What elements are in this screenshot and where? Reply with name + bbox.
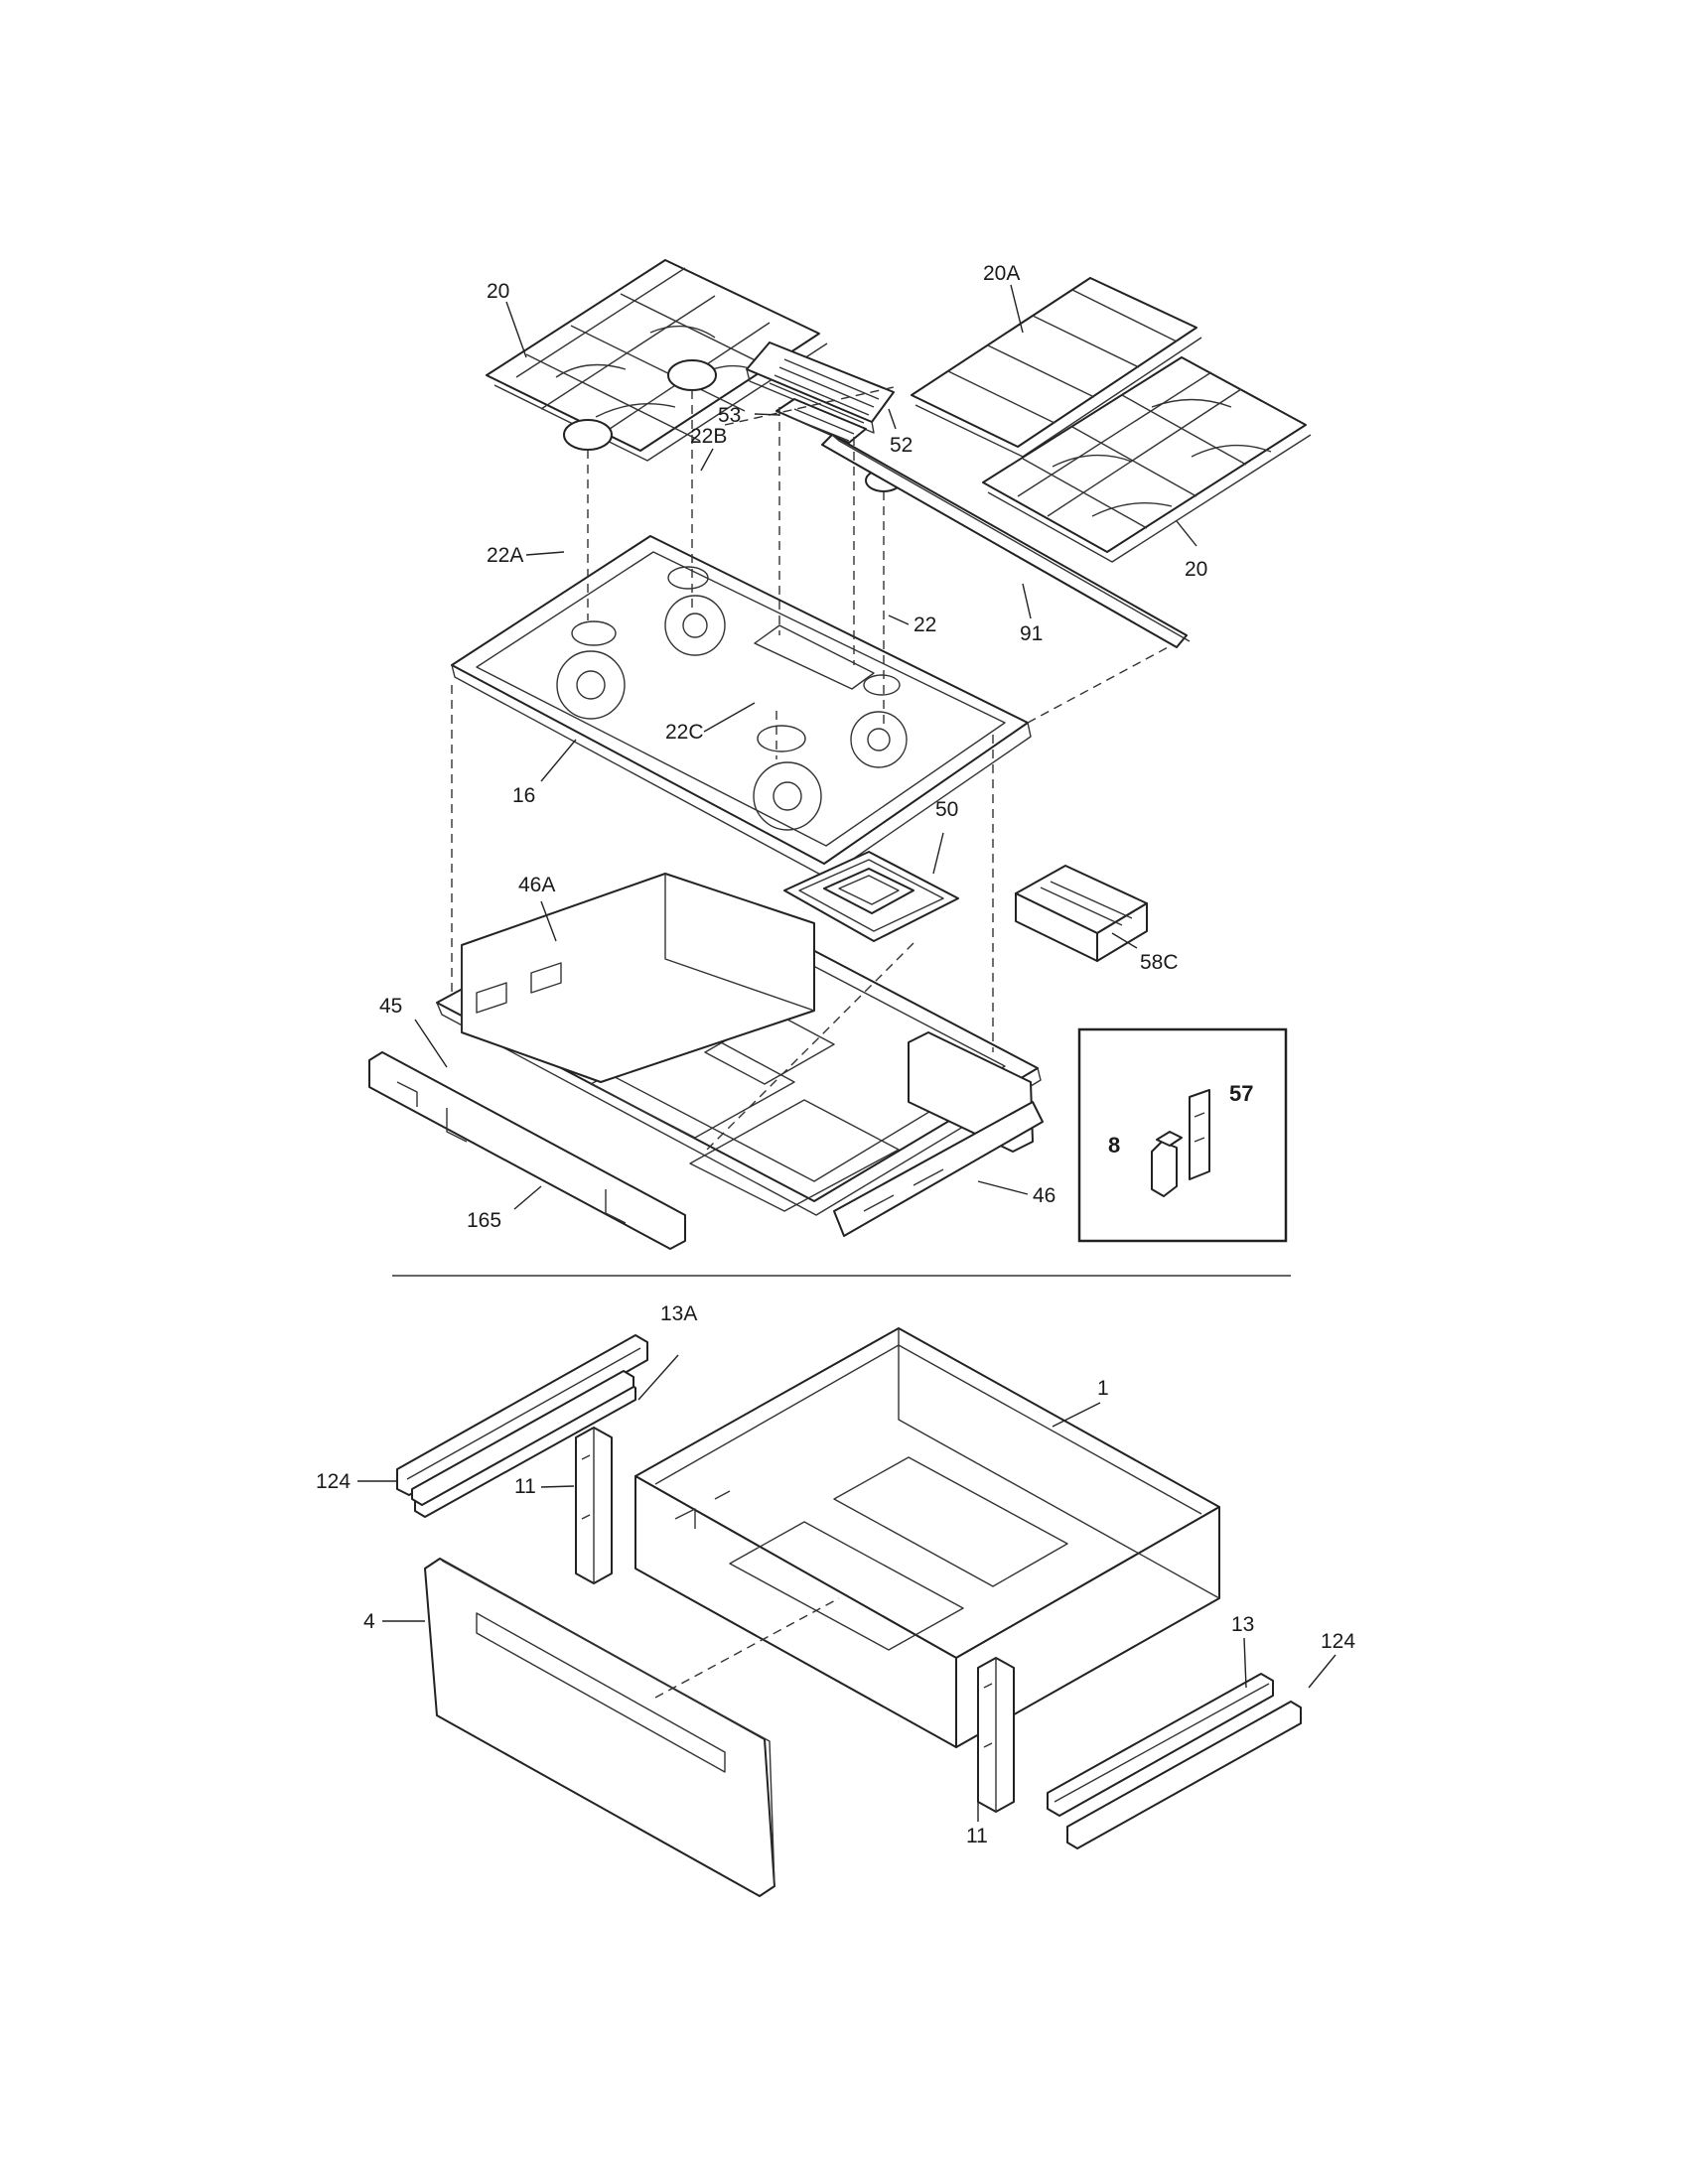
label-22C: 22C [665,721,704,744]
right-drawer-slide [1047,1673,1274,1817]
label-4: 4 [363,1610,375,1633]
label-22: 22 [914,614,936,636]
label-13A: 13A [660,1302,697,1325]
label-22B: 22B [690,425,727,448]
right-drawer-rail [1066,1701,1302,1849]
label-52: 52 [890,434,913,457]
label-57: 57 [1229,1081,1253,1106]
vent-grille [775,398,867,444]
drawer-alignment-line [654,1597,840,1699]
right-burner-grate [982,356,1312,563]
parts-box [1015,865,1148,962]
right-drawer-bracket [977,1657,1015,1813]
label-124-left: 124 [316,1470,351,1493]
left-drawer-rail [411,1370,634,1506]
label-13: 13 [1231,1613,1254,1636]
left-drawer-bracket [575,1427,613,1584]
label-50: 50 [935,798,958,821]
drawer-front-panel [424,1558,775,1897]
label-8: 8 [1108,1133,1120,1158]
rear-trim-strip [821,434,1191,648]
label-22A: 22A [487,544,523,567]
cooktop [451,535,1032,879]
inset-detail-box [1077,1027,1288,1243]
alignment-lines [451,386,1173,1153]
label-53: 53 [718,404,741,427]
label-16: 16 [512,784,535,807]
label-91: 91 [1020,622,1043,645]
lower-leader-lines [357,1354,1336,1822]
burner-diffuser [783,851,959,942]
label-165: 165 [467,1209,501,1232]
burner-box-assembly [368,873,1044,1250]
label-1: 1 [1097,1377,1109,1400]
drawer-body [634,1327,1220,1748]
label-11-left: 11 [514,1475,536,1498]
label-46: 46 [1033,1184,1055,1207]
label-124-right: 124 [1321,1630,1355,1653]
label-20-right: 20 [1185,558,1207,581]
vent-trim [746,341,895,434]
label-58C: 58C [1140,951,1179,974]
label-46A: 46A [518,874,555,896]
label-45: 45 [379,995,402,1018]
label-11-right: 11 [966,1825,988,1847]
label-20-left: 20 [487,280,509,303]
left-burner-grate [486,259,828,462]
label-20A: 20A [983,262,1020,285]
upper-leader-lines [414,284,1197,1210]
